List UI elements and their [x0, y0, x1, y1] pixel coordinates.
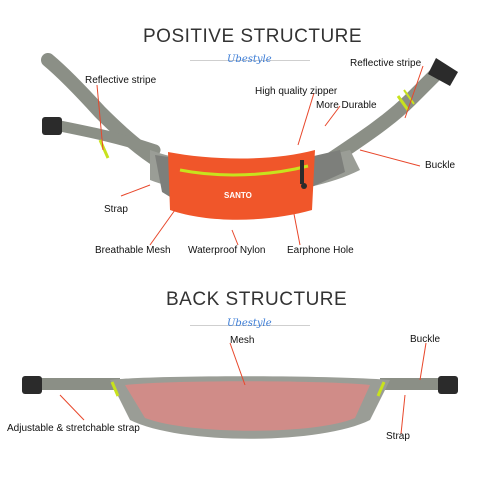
front-right-buckle-icon [428, 58, 458, 86]
front-brand-label: Ubestyle [227, 54, 272, 65]
front-label-zipper: High quality zipper [255, 86, 338, 97]
product-logo: SANTO [224, 191, 252, 200]
front-label-mesh: Breathable Mesh [95, 245, 171, 256]
back-label-mesh: Mesh [230, 335, 255, 346]
back-label-adjustable: Adjustable & stretchable strap [7, 423, 140, 434]
front-belt-graphic [41, 53, 458, 220]
back-left-buckle-icon [22, 376, 42, 394]
front-title-divider [190, 60, 310, 61]
front-pouch [168, 150, 315, 220]
back-section-title: BACK STRUCTURE [166, 289, 348, 310]
front-section-title: POSITIVE STRUCTURE [143, 26, 363, 47]
back-belt-graphic [22, 376, 458, 439]
front-label-reflective-left: Reflective stripe [85, 75, 157, 86]
front-label-earphone: Earphone Hole [287, 245, 354, 256]
front-label-durable: More Durable [316, 100, 377, 111]
front-label-nylon: Waterproof Nylon [188, 245, 266, 256]
front-label-buckle: Buckle [425, 160, 456, 171]
back-title-divider [190, 325, 310, 326]
back-brand-label: Ubestyle [227, 318, 272, 329]
back-right-buckle-icon [438, 376, 458, 394]
back-label-strap: Strap [386, 431, 410, 442]
front-left-buckle-icon [42, 117, 62, 135]
back-label-buckle: Buckle [410, 334, 441, 345]
front-label-reflective-right: Reflective stripe [350, 58, 422, 69]
leader-lines [59, 65, 427, 435]
front-label-strap: Strap [104, 204, 128, 215]
